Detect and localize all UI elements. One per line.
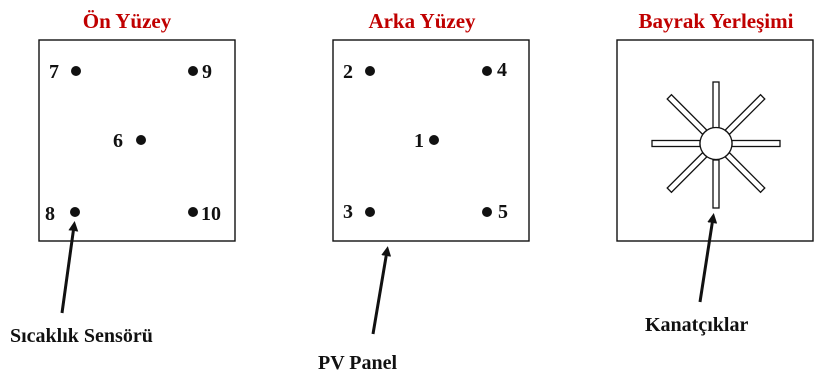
fin-placement-title: Bayrak Yerleşimi xyxy=(639,9,794,33)
sensor-label-9: 9 xyxy=(202,61,212,83)
sensor-callout-arrow xyxy=(60,221,79,314)
sensor-label-6: 6 xyxy=(113,130,123,152)
fin-right xyxy=(731,139,781,148)
sensor-label-3: 3 xyxy=(343,201,353,223)
sensor-dot-8 xyxy=(70,207,80,217)
fin-placement-panel: Bayrak Yerleşimi xyxy=(616,9,814,242)
panel-callout-label: PV Panel xyxy=(318,352,398,374)
sensor-dot-10 xyxy=(188,207,198,217)
fin-top xyxy=(712,81,720,129)
sensor-label-8: 8 xyxy=(45,203,55,225)
sensor-label-10: 10 xyxy=(201,203,221,225)
sensor-label-1: 1 xyxy=(414,130,424,152)
sensor-dot-2 xyxy=(365,66,375,76)
front-surface-title: Ön Yüzey xyxy=(83,9,172,33)
sensor-label-5: 5 xyxy=(498,201,508,223)
sensor-label-2: 2 xyxy=(343,61,353,83)
front-surface-panel: Ön Yüzey 7 9 6 8 10 xyxy=(38,9,236,242)
sensor-label-7: 7 xyxy=(49,61,59,83)
sensor-dot-3 xyxy=(365,207,375,217)
fins-callout-arrow xyxy=(698,213,718,303)
sensor-callout-label: Sıcaklık Sensörü xyxy=(10,325,153,347)
sensor-dot-7 xyxy=(71,66,81,76)
fin-hub xyxy=(699,126,733,161)
back-surface-panel: Arka Yüzey 2 4 1 3 5 xyxy=(332,9,530,242)
sensor-dot-9 xyxy=(188,66,198,76)
fin-left xyxy=(651,139,701,148)
sensor-dot-6 xyxy=(136,135,146,145)
sensor-dot-5 xyxy=(482,207,492,217)
sensor-dot-1 xyxy=(429,135,439,145)
fins-callout-label: Kanatçıklar xyxy=(645,314,748,336)
panel-callout-arrow xyxy=(371,246,392,335)
fin-bottom xyxy=(712,159,720,209)
fin-star xyxy=(651,81,781,209)
sensor-dot-4 xyxy=(482,66,492,76)
back-surface-title: Arka Yüzey xyxy=(368,9,476,33)
sensor-label-4: 4 xyxy=(497,59,507,81)
